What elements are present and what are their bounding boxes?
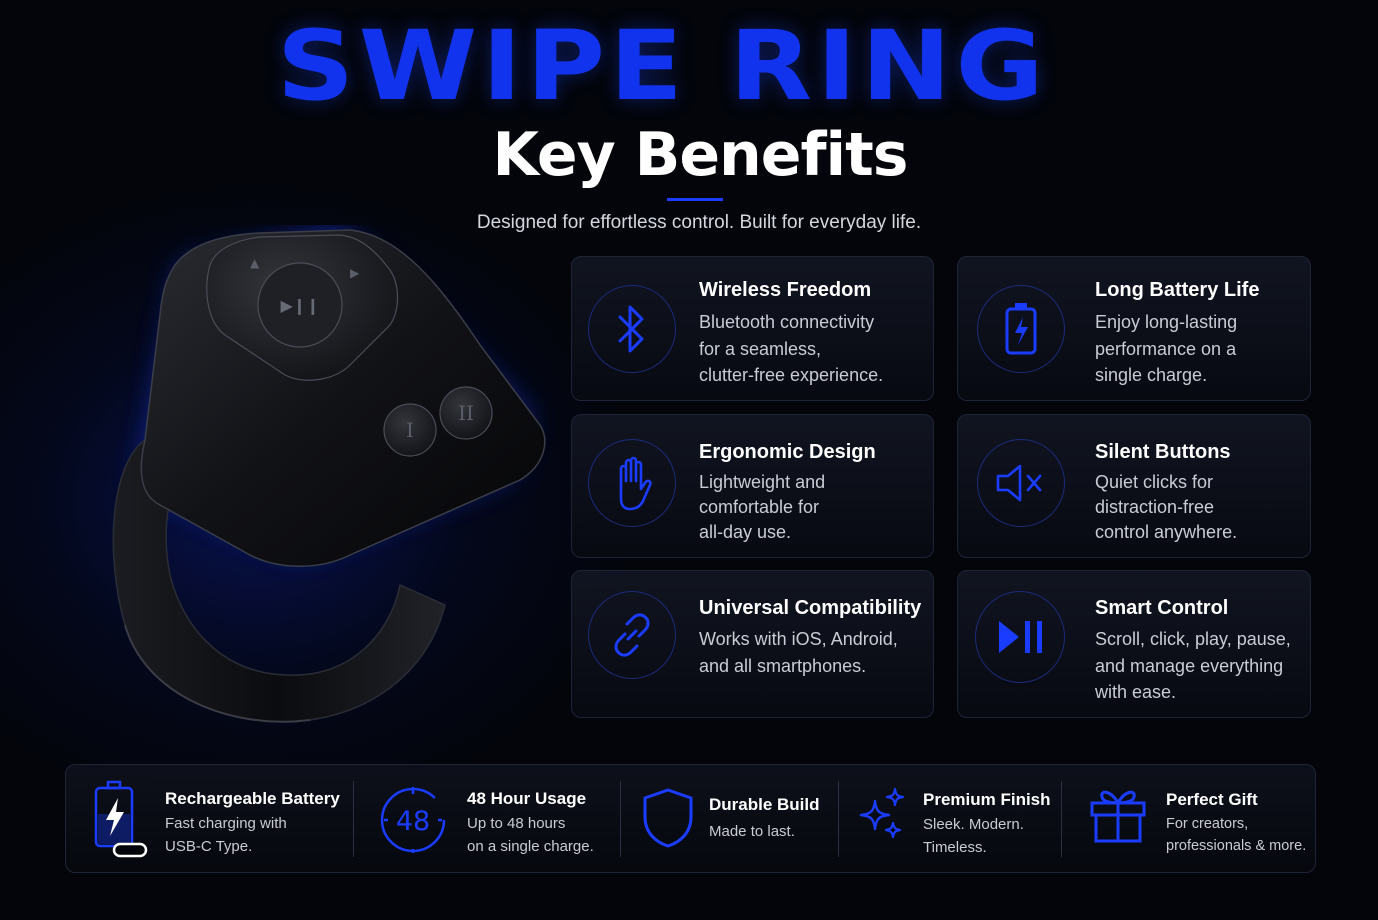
product-ring-image: ▶❙❙ ▲ ▶ I II: [112, 225, 546, 723]
feature-title: Durable Build: [709, 795, 820, 814]
link-icon: [588, 591, 676, 679]
benefit-title: Smart Control: [1095, 597, 1229, 619]
svg-text:▶❙❙: ▶❙❙: [280, 296, 319, 315]
brand-title: SWIPE RING: [276, 10, 1049, 122]
hand-icon: [588, 439, 676, 527]
feature-description: Made to last.: [709, 823, 795, 840]
feature-durable-build: Durable Build Made to last.: [621, 765, 838, 872]
feature-title: Rechargeable Battery: [165, 789, 340, 808]
svg-text:▶: ▶: [350, 266, 360, 280]
svg-text:48: 48: [396, 806, 430, 837]
shield-icon: [641, 787, 695, 854]
feature-perfect-gift: Perfect Gift For creators,professionals …: [1062, 765, 1316, 872]
feature-divider: [353, 781, 354, 857]
benefit-title: Long Battery Life: [1095, 279, 1260, 301]
benefit-title: Wireless Freedom: [699, 279, 872, 301]
battery-icon: [977, 285, 1065, 373]
benefit-description: Works with iOS, Android,and all smartpho…: [699, 629, 898, 676]
svg-text:II: II: [458, 401, 474, 425]
benefit-card-smart-control: Smart Control Scroll, click, play, pause…: [957, 570, 1311, 718]
benefit-title: Ergonomic Design: [699, 441, 876, 463]
gift-icon: [1088, 785, 1148, 850]
svg-text:▲: ▲: [250, 256, 260, 270]
page-title: Key Benefits: [492, 120, 908, 190]
feature-title: 48 Hour Usage: [467, 789, 587, 808]
feature-divider: [620, 781, 621, 857]
play-pause-icon: [975, 591, 1065, 683]
sparkle-icon: [857, 787, 907, 846]
benefit-title: Silent Buttons: [1095, 441, 1231, 463]
feature-premium-finish: Premium Finish Sleek. Modern.Timeless.: [839, 765, 1061, 872]
feature-description: Sleek. Modern.Timeless.: [923, 816, 1024, 856]
title-underline: [667, 198, 723, 201]
benefit-description: Scroll, click, play, pause,and manage ev…: [1095, 629, 1291, 702]
feature-divider: [838, 781, 839, 857]
feature-title: Perfect Gift: [1166, 790, 1258, 809]
bluetooth-icon: [588, 285, 676, 373]
speaker-mute-icon: [977, 439, 1065, 527]
benefit-title: Universal Compatibility: [699, 597, 922, 619]
benefit-card-universal-compatibility: Universal Compatibility Works with iOS, …: [571, 570, 934, 718]
feature-title: Premium Finish: [923, 790, 1051, 809]
feature-description: For creators,professionals & more.: [1166, 816, 1307, 854]
clock-48-icon: 48: [378, 785, 448, 860]
svg-text:I: I: [406, 418, 414, 442]
feature-divider: [1061, 781, 1062, 857]
tagline: Designed for effortless control. Built f…: [476, 212, 922, 233]
battery-usb-c-icon: [94, 780, 150, 865]
